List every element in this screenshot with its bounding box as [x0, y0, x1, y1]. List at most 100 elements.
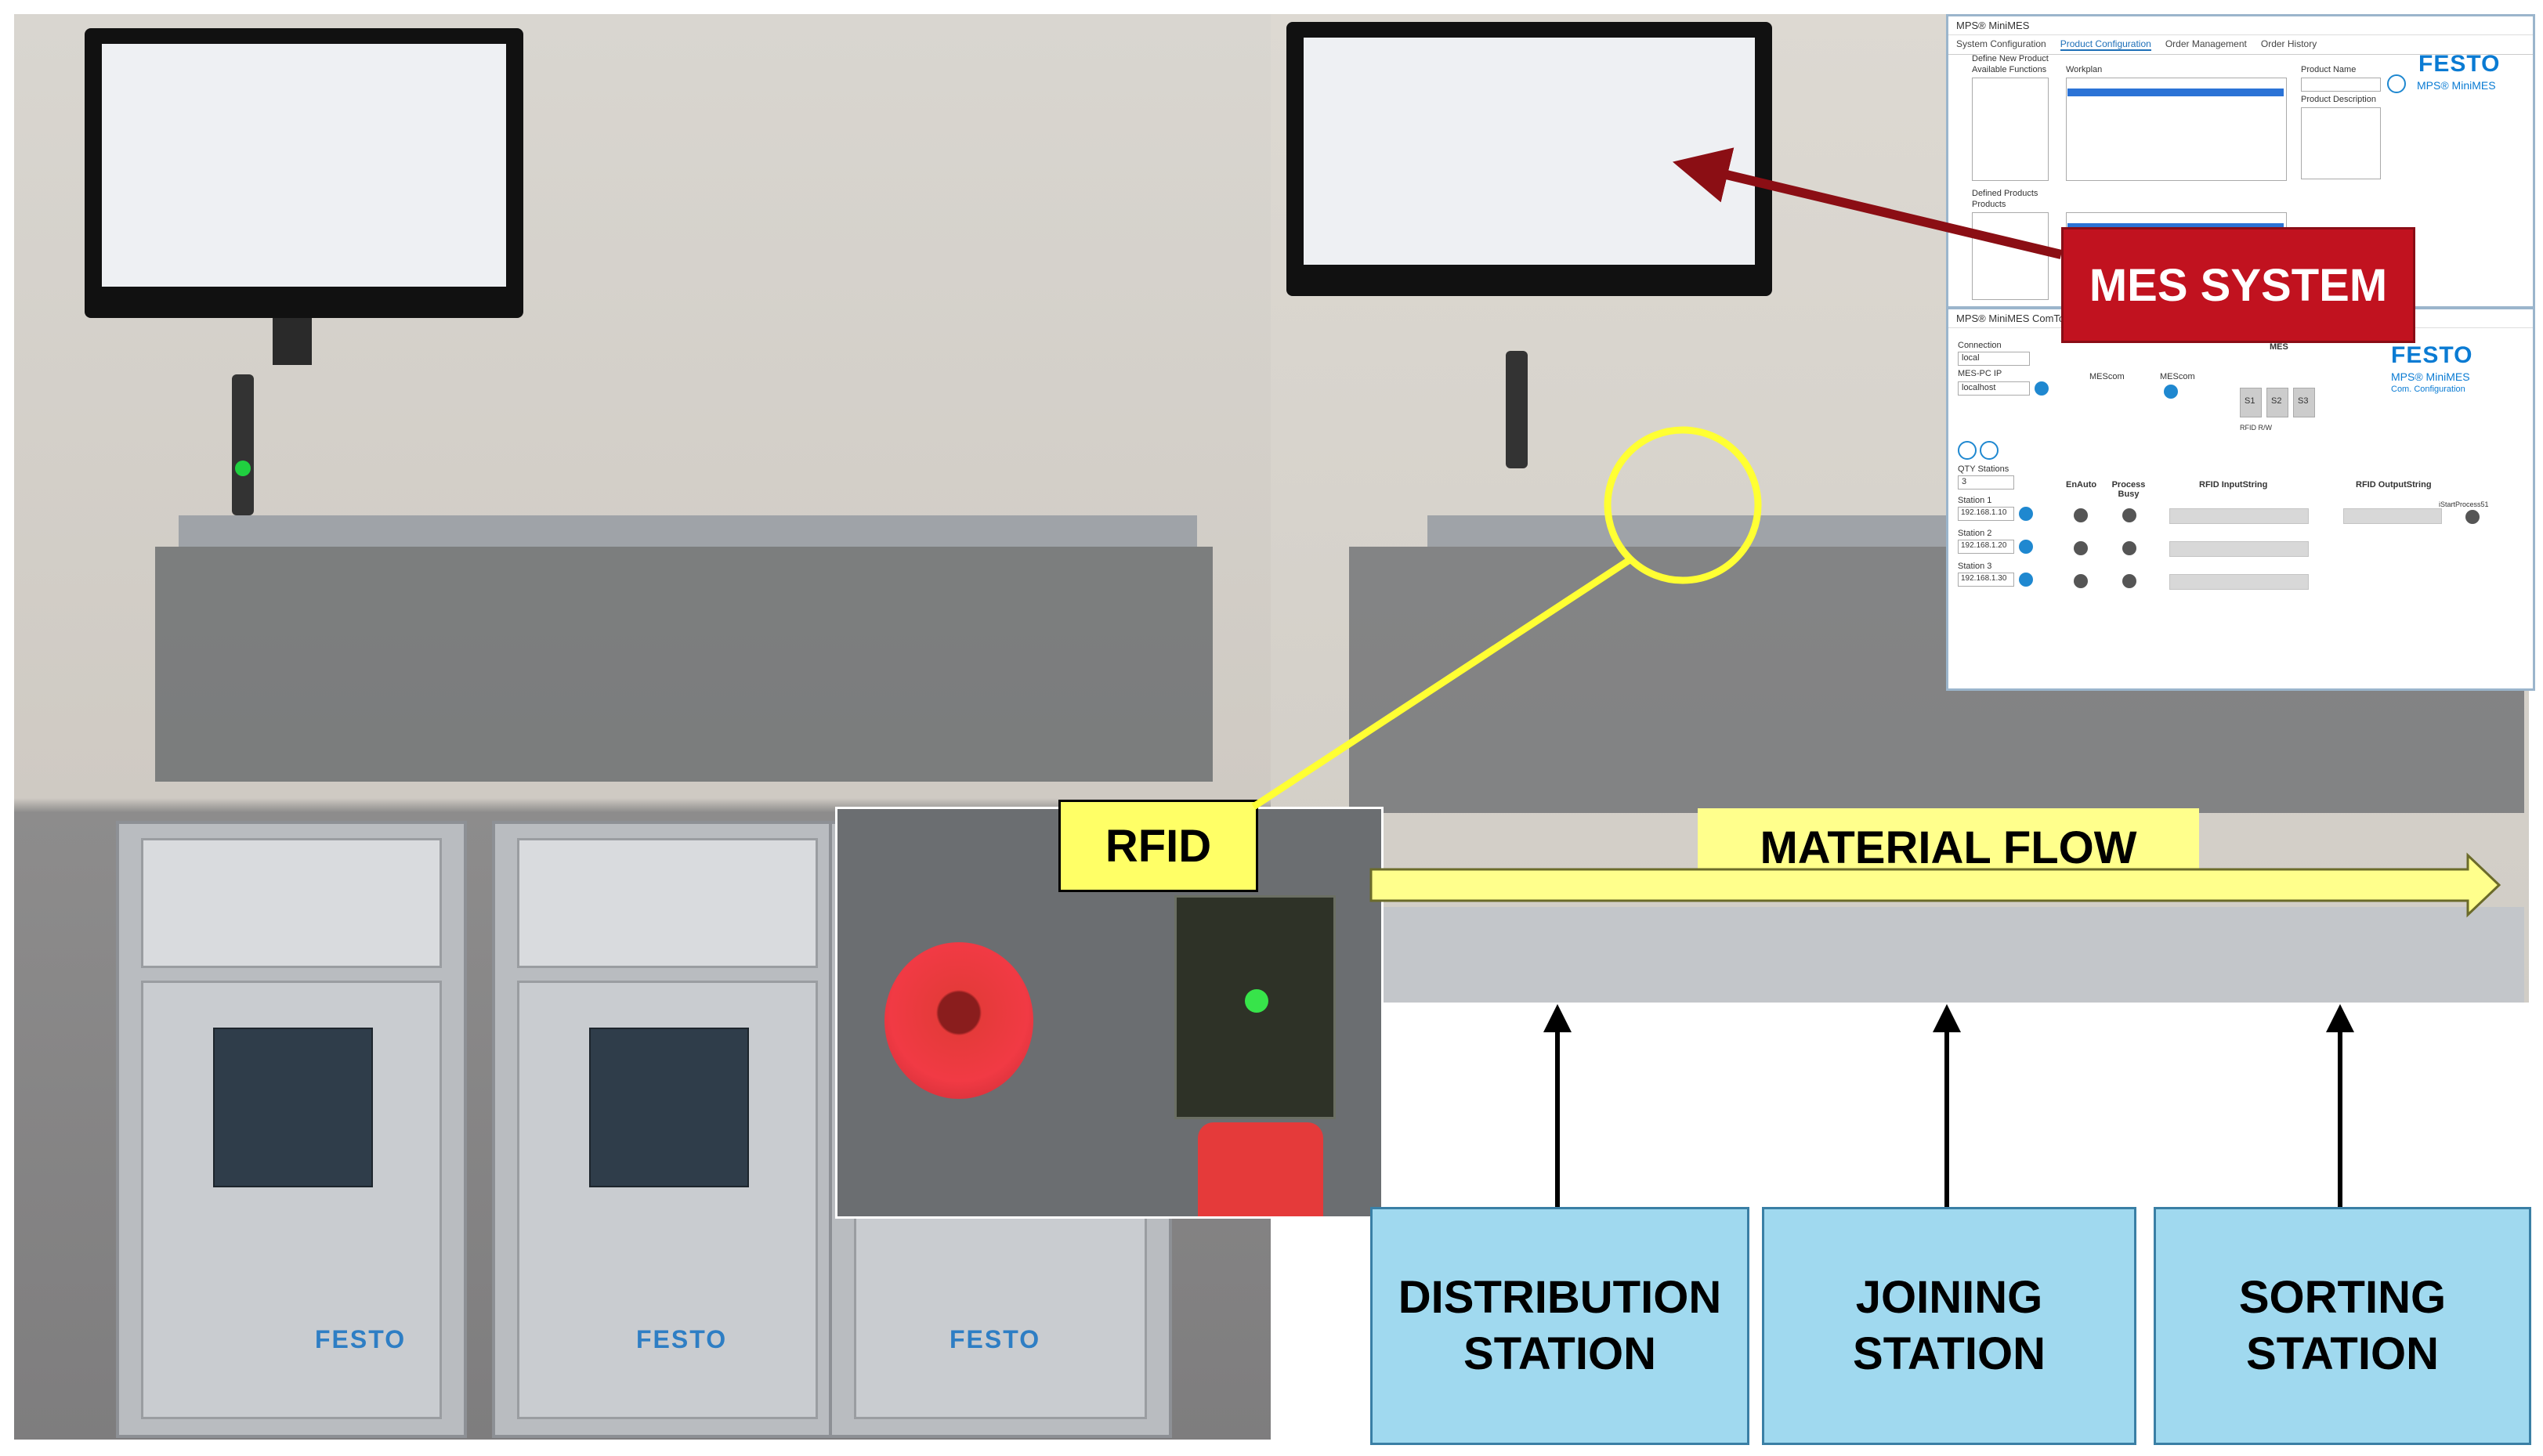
product-description-input[interactable]: [2301, 107, 2381, 179]
tab-order-history[interactable]: Order History: [2260, 38, 2317, 49]
product-description-label: Product Description: [2301, 95, 2376, 104]
station-1-ip[interactable]: 192.168.1.10: [1958, 507, 2014, 521]
mes-diagram-label: MES: [2270, 342, 2288, 352]
mes-system-label: MES SYSTEM: [2061, 227, 2415, 343]
rfid-label: RFID: [1058, 800, 1258, 892]
station-3-ip[interactable]: 192.168.1.30: [1958, 573, 2014, 587]
output-tag: iStartProcess51: [2439, 500, 2489, 508]
station-1-label: Station 1: [1958, 496, 1992, 505]
mes-pointer-arrow: [1672, 147, 2063, 259]
col-rfid-output: RFID OutputString: [2356, 480, 2432, 490]
enauto-3: [2074, 574, 2088, 588]
station-2-label: Station 2: [1958, 529, 1992, 538]
busy-3: [2122, 574, 2136, 588]
enauto-2: [2074, 541, 2088, 555]
product-name-label: Product Name: [2301, 65, 2357, 74]
rfid-highlight-circle: [1604, 426, 1762, 584]
workplan-selected-row: [2067, 89, 2284, 96]
festo-logo-top: FESTO: [2418, 51, 2501, 77]
product-name-input[interactable]: [2301, 78, 2381, 92]
plc-module-2: [589, 1028, 749, 1187]
mes-pc-ip-label: MES-PC IP: [1958, 369, 2002, 378]
mescom-label-2: MEScom: [2160, 372, 2195, 381]
signal-tower-right: [1506, 351, 1528, 468]
festo-logo-sub2-bottom: Com. Configuration: [2391, 385, 2465, 394]
available-functions-list[interactable]: [1972, 78, 2049, 181]
available-functions-label: Available Functions: [1972, 65, 2047, 74]
rfid-input-1: [2169, 508, 2309, 524]
rfid-input-2: [2169, 541, 2309, 557]
busy-1: [2122, 508, 2136, 522]
mescom-ok-icon: [2164, 385, 2178, 399]
col-enauto: EnAuto: [2066, 480, 2097, 490]
station-2-ip[interactable]: 192.168.1.20: [1958, 540, 2014, 554]
connection-value: local: [1962, 353, 1980, 363]
define-new-product-label: Define New Product: [1972, 54, 2049, 63]
festo-logo-bottom: FESTO: [2391, 342, 2473, 368]
qty-stations-input[interactable]: 3: [1958, 475, 2014, 490]
signal-tower-left: [232, 374, 254, 515]
remove-station-button[interactable]: [1958, 441, 1977, 460]
add-station-button[interactable]: [1980, 441, 1999, 460]
red-workpiece: [884, 942, 1033, 1099]
tab-order-management[interactable]: Order Management: [2165, 38, 2247, 49]
monitor-screen-left: [102, 44, 506, 287]
festo-logo-sub-bottom: MPS® MiniMES: [2391, 370, 2470, 383]
station-3-label: Station 3: [1958, 562, 1992, 571]
col-process-busy: Process Busy: [2111, 480, 2146, 499]
festo-logo-sub-top: MPS® MiniMES: [2417, 79, 2496, 92]
rfid-output-1: [2343, 508, 2442, 524]
mes-comtool-window: MPS® MiniMES ComTool FESTO MPS® MiniMES …: [1946, 307, 2535, 691]
tab-system-configuration[interactable]: System Configuration: [1956, 38, 2046, 49]
station-tag-s2: S2: [2266, 388, 2288, 417]
machine-top-rail: [179, 515, 1197, 547]
qty-stations-label: QTY Stations: [1958, 464, 2009, 474]
control-panel-2: [517, 838, 818, 968]
mes-pc-ip-value: localhost: [1962, 383, 1996, 392]
mes-window-title: MPS® MiniMES: [1948, 16, 2533, 35]
station-tag-s3: S3: [2293, 388, 2315, 417]
festo-brand-3: FESTO: [950, 1325, 1041, 1353]
workplan-label: Workplan: [2066, 65, 2103, 74]
rfid-pointer-line: [1251, 557, 1632, 810]
col-rfid-input: RFID InputString: [2199, 480, 2268, 490]
output-indicator: [2465, 510, 2480, 524]
station-tag-s1: S1: [2240, 388, 2262, 417]
panel-row-right: [1365, 907, 2524, 1003]
material-flow-arrow: [1369, 852, 2501, 918]
station-1-ok-icon: [2019, 507, 2033, 521]
add-product-button[interactable]: [2387, 74, 2406, 93]
rfid-legend: RFID R/W: [2240, 424, 2272, 432]
festo-brand-2: FESTO: [636, 1325, 728, 1353]
station-3-ok-icon: [2019, 573, 2033, 587]
station-cabinet-2: FESTO: [492, 821, 843, 1438]
plc-module-1: [213, 1028, 373, 1187]
signal-light-green: [235, 461, 251, 476]
rfid-sensor-led: [1245, 989, 1268, 1013]
control-panel-1: [141, 838, 442, 968]
defined-products-label: Defined Products: [1972, 189, 2038, 198]
red-workpiece-under-sensor: [1198, 1122, 1323, 1216]
connection-select[interactable]: local: [1958, 352, 2030, 366]
mes-pc-ip-ok-icon: [2035, 381, 2049, 396]
monitor-stand-left: [273, 318, 312, 365]
busy-2: [2122, 541, 2136, 555]
tab-product-configuration[interactable]: Product Configuration: [2060, 38, 2151, 51]
machine-modules: [155, 547, 1213, 782]
connection-label: Connection: [1958, 341, 2002, 350]
mescom-label-1: MEScom: [2089, 372, 2125, 381]
station-cabinet-1: FESTO: [116, 821, 467, 1438]
rfid-input-3: [2169, 574, 2309, 590]
mes-pc-ip-input[interactable]: localhost: [1958, 381, 2030, 396]
mes-tab-bar: System Configuration Product Configurati…: [1948, 35, 2533, 55]
festo-brand-1: FESTO: [315, 1325, 407, 1353]
products-label: Products: [1972, 200, 2006, 209]
products-list[interactable]: [1972, 212, 2049, 300]
station-2-ok-icon: [2019, 540, 2033, 554]
monitor-left: [85, 28, 523, 318]
enauto-1: [2074, 508, 2088, 522]
